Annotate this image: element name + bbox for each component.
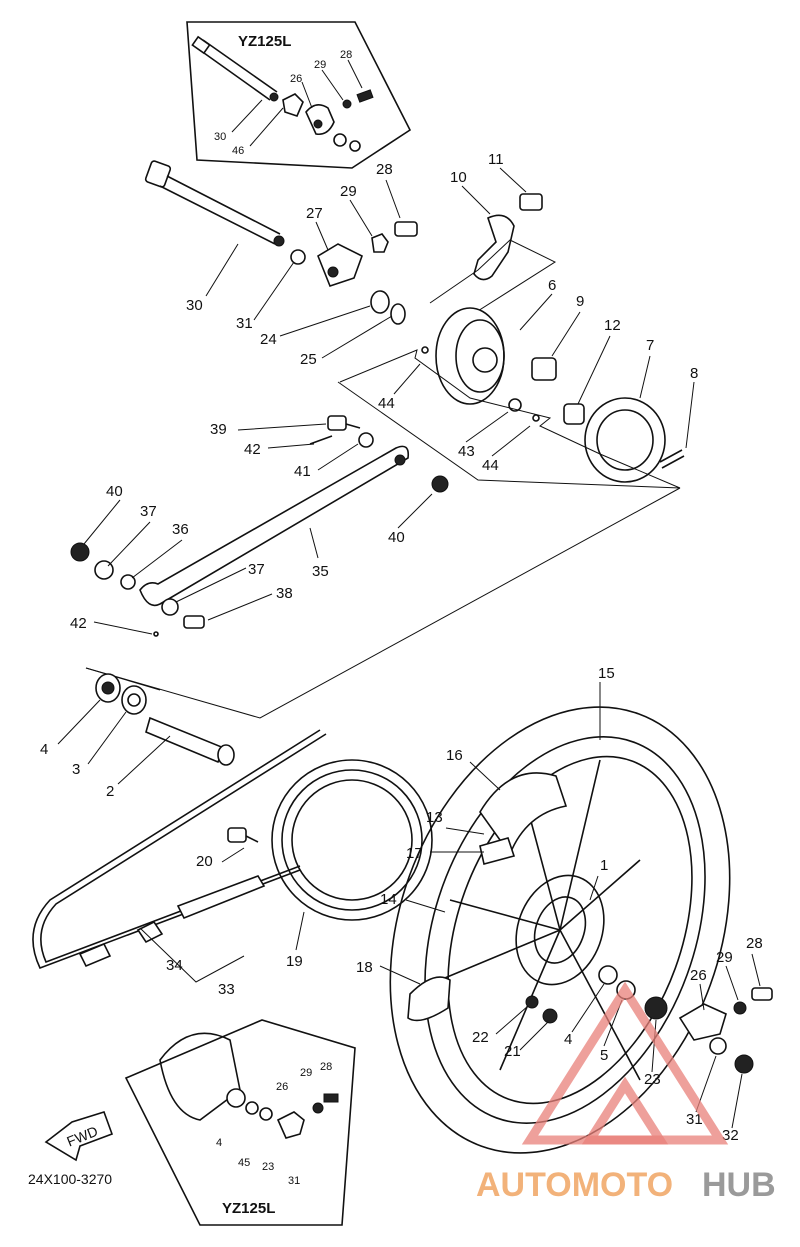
label-t26: 26: [290, 73, 302, 85]
label-1: 1: [600, 857, 608, 874]
label-40-left: 40: [106, 483, 123, 500]
label-12: 12: [604, 317, 621, 334]
inset-bottom-yz125l: YZ125L 26 29 28 4 45 23 31: [124, 1019, 356, 1226]
label-3: 3: [72, 761, 80, 778]
label-24: 24: [260, 331, 277, 348]
label-t29: 29: [314, 59, 326, 71]
label-31-main: 31: [236, 315, 253, 332]
label-28: 28: [746, 935, 763, 952]
label-b31: 31: [288, 1175, 300, 1187]
hub-bearing-group: [85, 487, 681, 766]
label-26: 26: [690, 967, 707, 984]
label-8: 8: [690, 365, 698, 382]
label-11: 11: [488, 151, 504, 168]
inset-top-yz125l: YZ125L 30 46 26 29 28: [186, 21, 412, 169]
label-18: 18: [356, 959, 373, 976]
torque-rod-group: [70, 415, 449, 637]
label-40-right: 40: [388, 529, 405, 546]
label-b23: 23: [262, 1161, 274, 1173]
label-25: 25: [300, 351, 317, 368]
label-29: 29: [716, 949, 733, 966]
callout-labels: 15 16 13 17 1 14 18 19 20 34 33 22 21 4 …: [40, 151, 763, 1144]
label-17: 17: [406, 845, 423, 862]
label-21: 21: [504, 1043, 521, 1060]
label-16: 16: [446, 747, 463, 764]
label-43: 43: [458, 443, 475, 460]
axle-group: [144, 160, 418, 325]
label-30: 30: [186, 297, 203, 314]
label-32: 32: [722, 1127, 739, 1144]
label-14: 14: [380, 891, 397, 908]
watermark-text-main: AUTOMOTO: [476, 1166, 673, 1204]
label-10: 10: [450, 169, 467, 186]
label-41: 41: [294, 463, 311, 480]
label-20: 20: [196, 853, 213, 870]
label-34: 34: [166, 957, 183, 974]
label-23: 23: [644, 1071, 661, 1088]
label-37-lower: 37: [248, 561, 265, 578]
label-15: 15: [598, 665, 615, 682]
label-39: 39: [210, 421, 227, 438]
label-42-lower: 42: [70, 615, 87, 632]
label-b45: 45: [238, 1157, 250, 1169]
inset-bottom-model-label: YZ125L: [222, 1200, 275, 1217]
label-b28: 28: [320, 1061, 332, 1073]
label-29-main: 29: [340, 183, 357, 200]
label-b29: 29: [300, 1067, 312, 1079]
label-9: 9: [576, 293, 584, 310]
diagram-code: 24X100-3270: [28, 1171, 112, 1187]
watermark-text-hub: HUB: [702, 1166, 776, 1204]
label-6: 6: [548, 277, 556, 294]
label-36: 36: [172, 521, 189, 538]
label-31: 31: [686, 1111, 703, 1128]
label-4: 4: [40, 741, 48, 758]
label-37-upper: 37: [140, 503, 157, 520]
label-t30: 30: [214, 131, 226, 143]
label-4-wheel: 4: [564, 1031, 572, 1048]
label-19: 19: [286, 953, 303, 970]
label-5: 5: [600, 1047, 608, 1064]
label-2: 2: [106, 783, 114, 800]
label-t46: 46: [232, 145, 244, 157]
label-22: 22: [472, 1029, 489, 1046]
label-44-left: 44: [378, 395, 395, 412]
brake-cam-lever: [429, 193, 557, 317]
watermark-logo: AUTOMOTO HUB: [476, 981, 776, 1204]
label-33: 33: [218, 981, 235, 998]
label-35: 35: [312, 563, 329, 580]
label-t28: 28: [340, 49, 352, 61]
rear-wheel: [389, 706, 773, 1154]
label-38: 38: [276, 585, 293, 602]
brake-panel-group: [337, 307, 685, 489]
label-b4: 4: [216, 1137, 222, 1149]
label-28-main: 28: [376, 161, 393, 178]
label-7: 7: [646, 337, 654, 354]
label-42-upper: 42: [244, 441, 261, 458]
leader-lines: [57, 167, 761, 1129]
fwd-arrow-icon: FWD: [44, 1111, 114, 1162]
label-27: 27: [306, 205, 323, 222]
label-b26: 26: [276, 1081, 288, 1093]
label-13: 13: [426, 809, 443, 826]
inset-top-model-label: YZ125L: [238, 33, 291, 50]
label-44-right: 44: [482, 457, 499, 474]
chain-and-sprocket: [32, 729, 433, 983]
